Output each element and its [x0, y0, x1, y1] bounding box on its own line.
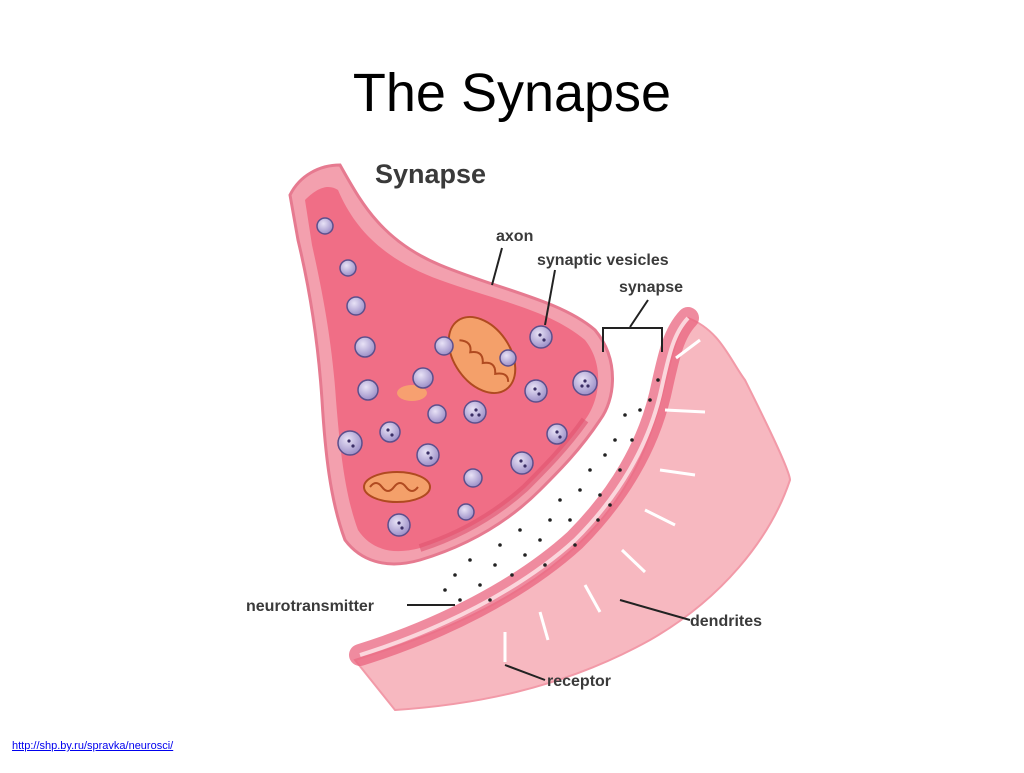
dendrite — [349, 307, 792, 712]
label-receptor: receptor — [547, 673, 611, 690]
slide-title: The Synapse — [352, 63, 672, 123]
axon-terminal — [288, 163, 614, 566]
organelle — [397, 385, 427, 401]
label-dendrites: dendrites — [690, 613, 762, 630]
label-axon: axon — [496, 228, 533, 245]
leader-lines — [407, 247, 691, 681]
vesicle-contents — [347, 333, 590, 530]
label-neurotransmitter: neurotransmitter — [246, 598, 374, 615]
neurotransmitter-molecules — [443, 378, 660, 602]
label-synapse: synapse — [619, 279, 683, 296]
diagram-title: Synapse — [375, 159, 486, 189]
mitochondrion-2 — [363, 471, 431, 503]
synaptic-vesicles — [316, 217, 598, 537]
source-link[interactable]: http://shp.by.ru/spravka/neurosci/ — [12, 740, 174, 752]
mitochondrion-1 — [447, 316, 517, 394]
label-synaptic-vesicles: synaptic vesicles — [537, 252, 669, 269]
